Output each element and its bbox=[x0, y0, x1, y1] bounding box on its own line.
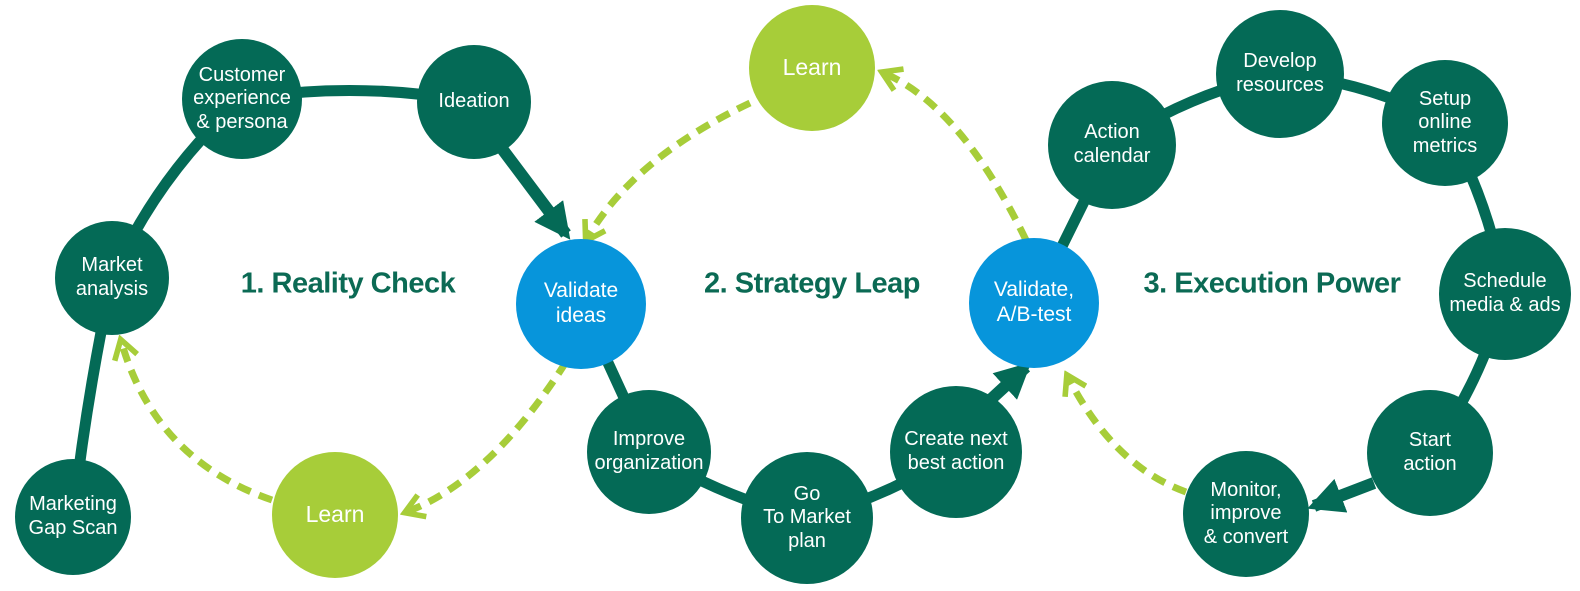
phase-title-strategy-leap: 2. Strategy Leap bbox=[703, 267, 921, 300]
edge-learn-strategy-to-validate-ideas bbox=[588, 99, 752, 237]
edge-validate-ideas-to-learn-reality bbox=[409, 360, 569, 511]
node-improve-organization: Improve organization bbox=[587, 390, 711, 514]
node-customer-experience: Customer experience & persona bbox=[182, 39, 302, 159]
edge-create-next-best-action-to-validate-ab-test bbox=[983, 362, 1032, 407]
edge-learn-reality-to-market-analysis bbox=[122, 344, 274, 504]
node-schedule-media-ads: Schedule media & ads bbox=[1439, 228, 1571, 360]
node-validate-ab-test: Validate, A/B-test bbox=[969, 238, 1099, 368]
node-learn-strategy-leap: Learn bbox=[749, 5, 875, 131]
node-action-calendar: Action calendar bbox=[1048, 81, 1176, 209]
edge-ideation-to-validate-ideas bbox=[495, 142, 571, 240]
node-create-next-best-action: Create next best action bbox=[890, 386, 1022, 518]
node-validate-ideas: Validate ideas bbox=[516, 239, 646, 369]
node-ideation: Ideation bbox=[417, 45, 531, 159]
edge-start-action-to-monitor-improve-convert bbox=[1307, 477, 1377, 513]
node-develop-resources: Develop resources bbox=[1216, 10, 1344, 138]
node-setup-online-metrics: Setup online metrics bbox=[1382, 60, 1508, 186]
edge-validate-ab-test-to-learn-strategy bbox=[886, 74, 1030, 242]
node-go-to-market-plan: Go To Market plan bbox=[741, 452, 873, 584]
node-learn-reality-check: Learn bbox=[272, 452, 398, 578]
phase-title-execution-power: 3. Execution Power bbox=[1143, 267, 1401, 300]
phase-title-reality-check: 1. Reality Check bbox=[240, 267, 456, 300]
node-monitor-improve-convert: Monitor, improve & convert bbox=[1183, 451, 1309, 577]
node-start-action: Start action bbox=[1367, 390, 1493, 516]
node-market-analysis: Market analysis bbox=[55, 221, 169, 335]
edge-monitor-improve-convert-to-validate-ab-test bbox=[1069, 379, 1188, 496]
node-marketing-gap-scan: Marketing Gap Scan bbox=[15, 459, 131, 575]
